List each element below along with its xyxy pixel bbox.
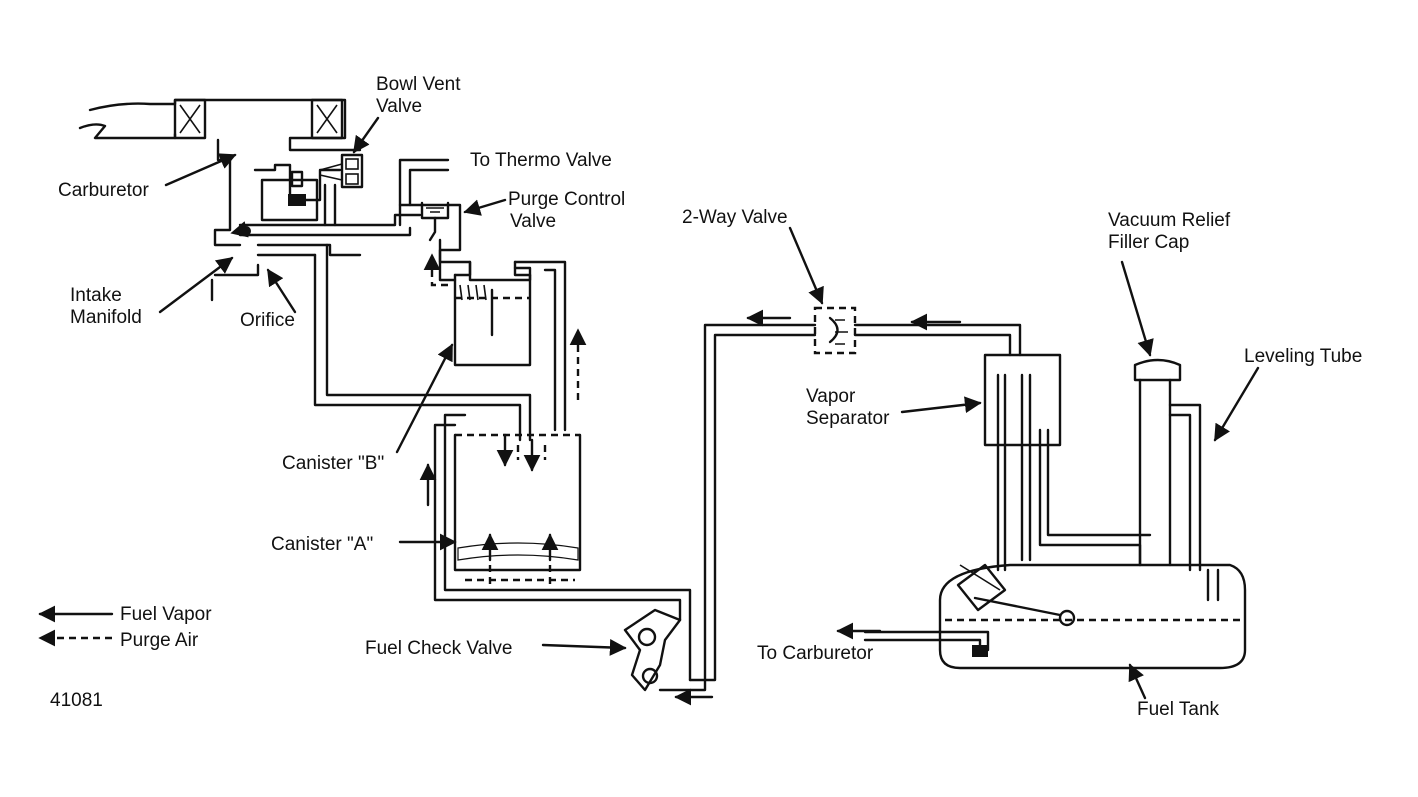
leader-arrows (158, 116, 1260, 700)
vapor-separator-label-line2: Separator (806, 408, 890, 429)
bowl-vent-valve-label: Bowl Vent Valve (376, 74, 461, 118)
vacuum-hose (313, 253, 522, 442)
canister-a (419, 413, 692, 682)
carburetor-assembly (78, 98, 450, 302)
canister-b-label: Canister "B" (282, 453, 385, 474)
orifice-label: Orifice (240, 310, 295, 331)
fuel-check-valve-label: Fuel Check Valve (365, 638, 513, 659)
vacuum-relief-filler-cap-label: Vacuum Relief Filler Cap (1108, 210, 1230, 254)
canister-a-label: Canister "A" (271, 534, 374, 555)
to-carburetor-label: To Carburetor (757, 643, 874, 664)
filler-neck (1133, 358, 1220, 602)
vacuum-relief-filler-cap-label-line2: Filler Cap (1108, 232, 1190, 253)
intake-manifold-label-line1: Intake (70, 285, 122, 306)
purge-control-valve-label-line1: Purge Control (508, 189, 626, 210)
two-way-valve-label: 2-Way Valve (682, 207, 788, 228)
fuel-tank (836, 563, 1247, 670)
fuel-check-valve (623, 323, 817, 706)
vapor-separator-label-line1: Vapor (806, 386, 856, 407)
leveling-tube-label: Leveling Tube (1244, 346, 1363, 367)
bowl-vent-valve-label-line1: Bowl Vent (376, 74, 461, 95)
two-way-valve (746, 306, 1022, 357)
legend-fuel-vapor-label: Fuel Vapor (120, 604, 212, 625)
legend (38, 605, 114, 647)
intake-manifold-label-line2: Manifold (70, 307, 142, 328)
vacuum-relief-filler-cap-label-line1: Vacuum Relief (1108, 210, 1231, 231)
vapor-separator (983, 353, 1152, 572)
to-thermo-valve-label: To Thermo Valve (470, 150, 612, 171)
bowl-vent-valve-label-line2: Valve (376, 96, 423, 117)
carburetor-label: Carburetor (58, 180, 149, 201)
purge-control-valve-label: Purge Control Valve (508, 189, 625, 233)
fuel-tank-label: Fuel Tank (1137, 699, 1220, 720)
legend-purge-air-label: Purge Air (120, 630, 199, 651)
purge-control-valve-label-line2: Valve (510, 211, 557, 232)
vapor-separator-label: Vapor Separator (806, 386, 889, 430)
intake-manifold-label: Intake Manifold (70, 285, 142, 329)
figure-number: 41081 (50, 690, 103, 711)
vacuum-hose-2 (325, 243, 532, 442)
canister-b (453, 260, 587, 432)
